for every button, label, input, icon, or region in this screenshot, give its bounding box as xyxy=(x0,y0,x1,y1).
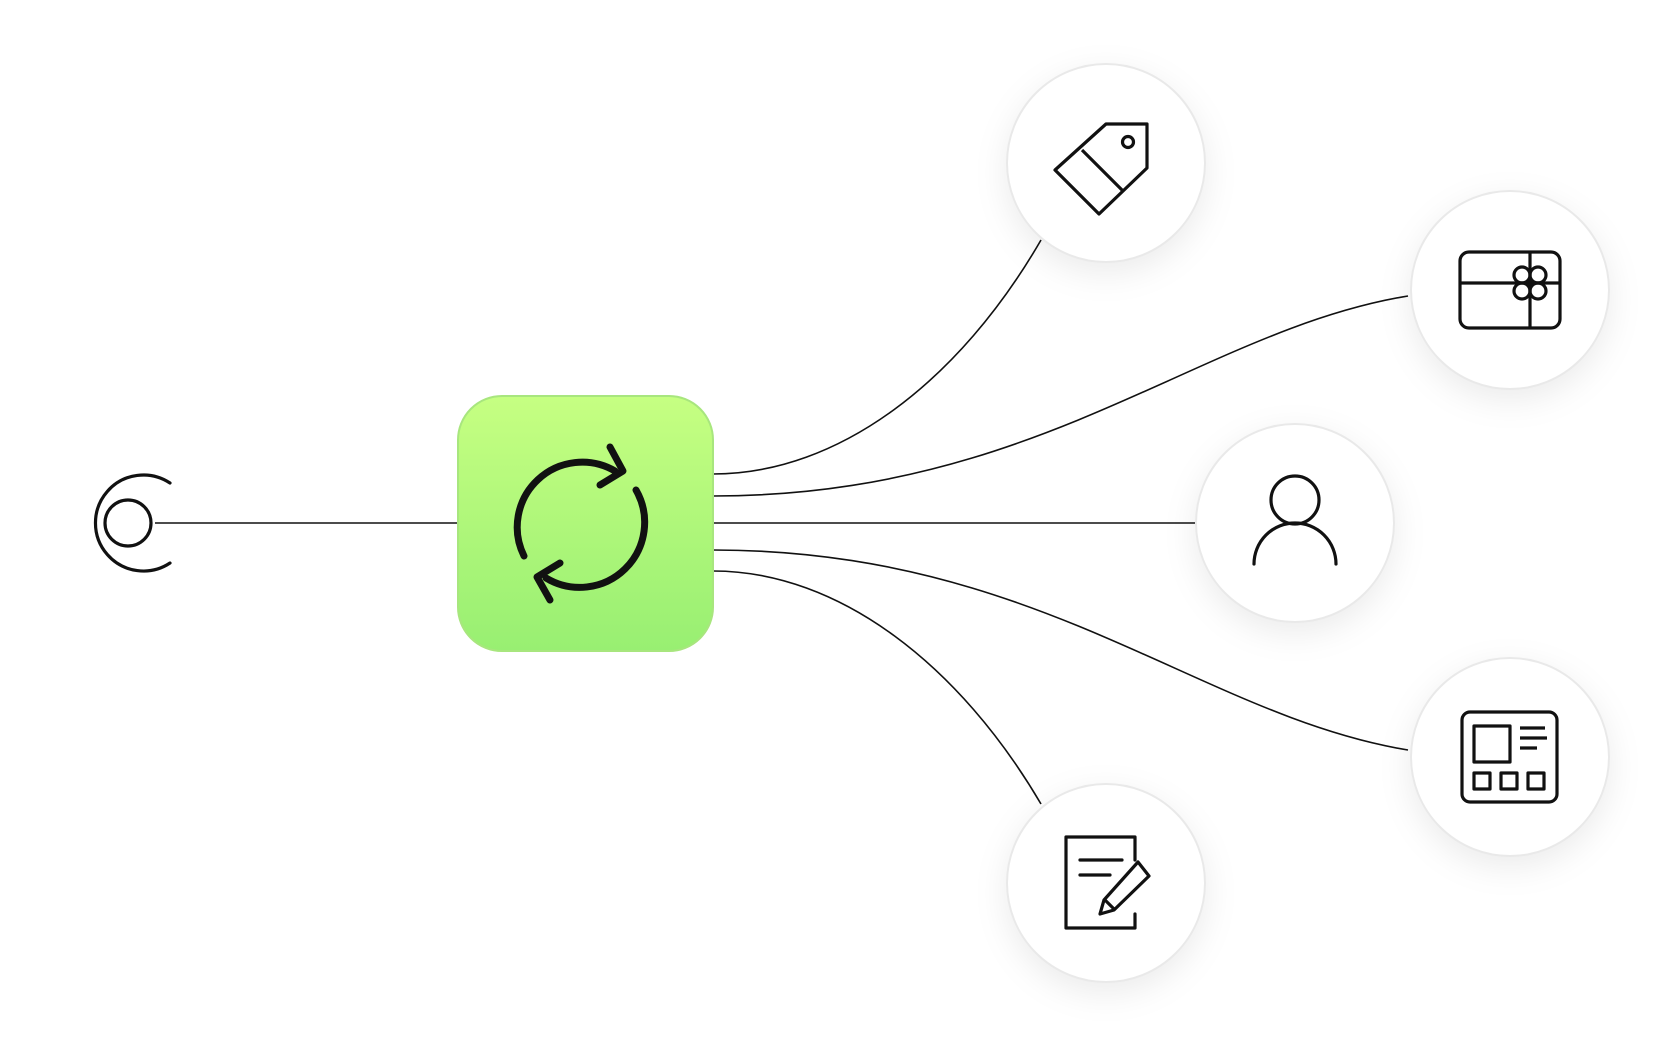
connector-hub-to-edit-document xyxy=(712,570,1042,805)
user-icon xyxy=(1252,474,1338,566)
connector-hub-to-price-tag xyxy=(712,239,1042,475)
price-tag-icon xyxy=(1053,122,1149,216)
connector-lines xyxy=(155,239,1409,805)
gift-card-icon xyxy=(1458,250,1562,330)
connector-hub-to-gift-card xyxy=(712,295,1409,497)
hub-node[interactable] xyxy=(457,395,714,652)
source-ring-icon xyxy=(93,473,172,573)
target-node-layout-page[interactable] xyxy=(1410,657,1610,857)
target-node-user[interactable] xyxy=(1195,423,1395,623)
connector-hub-to-layout-page xyxy=(712,549,1409,751)
target-node-gift-card[interactable] xyxy=(1410,190,1610,390)
edit-document-icon xyxy=(1064,835,1151,930)
target-node-edit-document[interactable] xyxy=(1006,783,1206,983)
target-node-price-tag[interactable] xyxy=(1006,63,1206,263)
sync-icon xyxy=(513,443,649,604)
layout-page-icon xyxy=(1460,710,1559,804)
